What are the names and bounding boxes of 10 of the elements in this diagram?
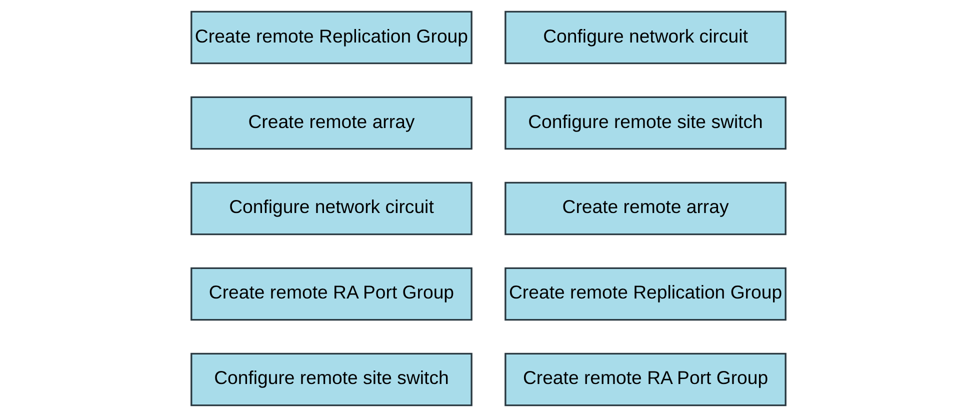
node-box: Create remote RA Port Group [190,267,472,321]
node-box: Configure network circuit [504,10,786,64]
node-box: Create remote Replication Group [190,10,472,64]
node-box: Create remote Replication Group [504,267,786,321]
node-box: Create remote array [504,182,786,236]
node-box: Configure network circuit [190,182,472,236]
node-box: Create remote array [190,96,472,150]
node-box: Configure remote site switch [190,352,472,406]
node-box: Configure remote site switch [504,96,786,150]
node-box: Create remote RA Port Group [504,352,786,406]
